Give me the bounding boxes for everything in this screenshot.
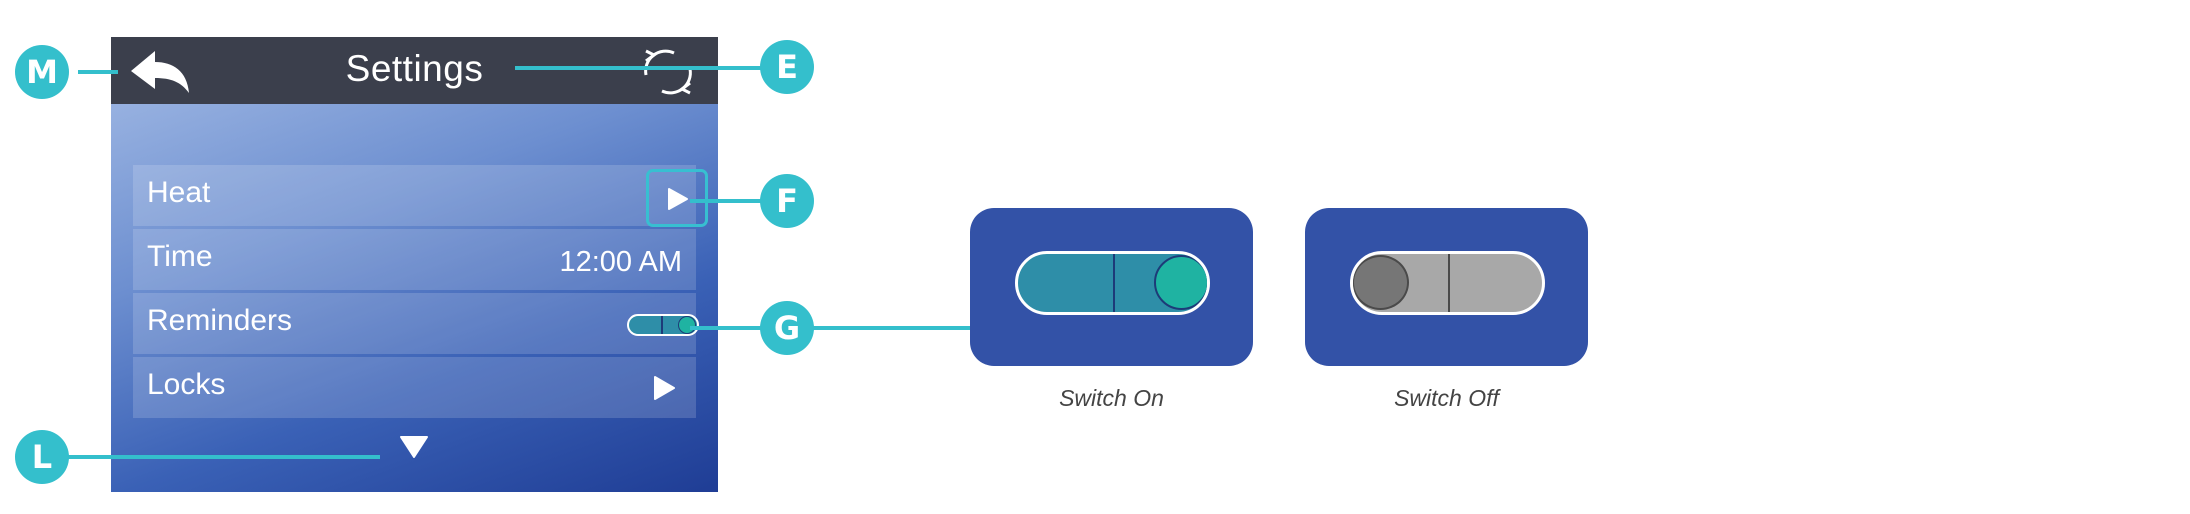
switch-off-caption: Switch Off [1394,385,1499,411]
switch-divider [1448,254,1450,312]
triangle-right-icon [668,188,688,210]
reminders-toggle[interactable] [627,314,699,336]
locks-arrow-button[interactable] [653,375,677,401]
row-label: Locks [147,368,226,401]
refresh-button[interactable] [638,45,698,99]
switch-off[interactable] [1350,251,1545,315]
callout-l: L [15,430,69,484]
callout-m: M [15,45,69,99]
callout-e-leader [515,66,765,70]
settings-row-reminders[interactable]: Reminders [133,293,699,354]
settings-row-locks[interactable]: Locks [133,357,696,418]
toggle-divider [661,316,663,334]
callout-g: G [760,301,814,355]
switch-off-card [1305,208,1588,366]
callout-f-leader [690,199,765,203]
switch-knob [1154,255,1207,310]
callout-g-leader [690,326,970,330]
callout-f: F [760,174,814,228]
triangle-down-icon [400,436,428,458]
settings-row-heat[interactable]: Heat [133,165,708,227]
callout-l-leader [60,455,380,459]
switch-knob [1353,255,1409,310]
toggle-knob [678,316,696,334]
switch-on-caption: Switch On [1059,385,1164,411]
callout-m-leader [78,70,118,74]
time-value: 12:00 AM [559,246,682,278]
settings-row-time[interactable]: Time 12:00 AM [133,229,696,290]
back-button[interactable] [129,49,193,97]
switch-on-card [970,208,1253,366]
row-label: Heat [147,176,211,209]
switch-divider [1113,254,1115,312]
settings-screen: Settings Heat Time 12:00 AM Reminders [111,37,718,492]
refresh-icon [644,49,692,95]
scroll-down-button[interactable] [399,433,429,461]
back-arrow-icon [131,51,189,93]
heat-arrow-button[interactable] [646,169,708,227]
row-label: Reminders [147,304,293,337]
triangle-right-icon [654,376,675,400]
callout-e: E [760,40,814,94]
page-title: Settings [345,48,484,89]
row-label: Time [147,240,213,273]
switch-on[interactable] [1015,251,1210,315]
title-bar [111,37,718,104]
